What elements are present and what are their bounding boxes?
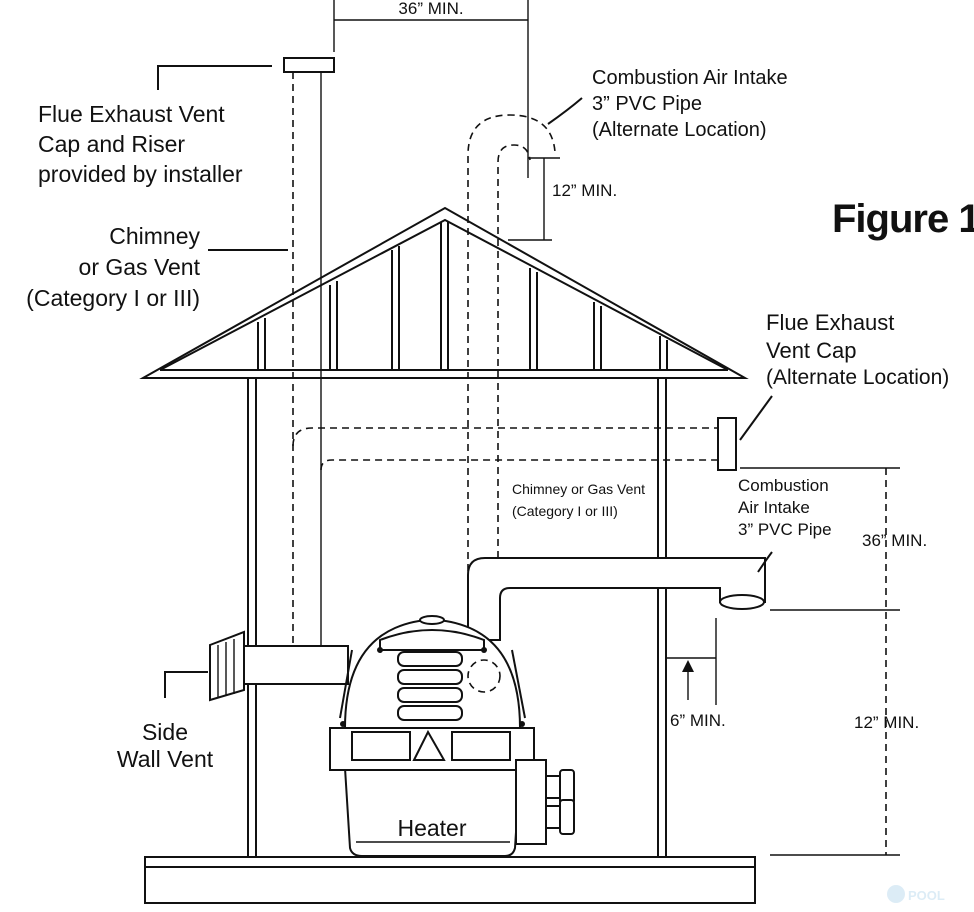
flue-exhaust-vent-cap-alt <box>717 417 737 471</box>
label-flue-cap-alt-1: Flue Exhaust <box>766 310 894 335</box>
heater-rivet <box>519 721 525 727</box>
label-chimney-left-1: Chimney <box>109 223 200 249</box>
label-chimney-mid-1: Chimney or Gas Vent <box>512 481 645 497</box>
label-side-wall-vent-1: Side <box>142 719 188 745</box>
pvc-tall-outer <box>467 114 556 655</box>
heater-rivet <box>377 647 383 653</box>
horizontal-vent-bottom <box>320 459 718 471</box>
roof-truss <box>139 206 749 379</box>
label-chimney-left-3: (Category I or III) <box>26 285 200 311</box>
label-combustion-top-2: 3” PVC Pipe <box>592 93 702 115</box>
heater-louvre <box>397 687 463 703</box>
pvc-right-opening <box>719 594 765 610</box>
dim-six-arrowhead <box>682 660 694 672</box>
pvc-right-body <box>467 557 766 641</box>
heater-rivet <box>340 721 346 727</box>
label-combustion-right-1: Combustion <box>738 476 829 495</box>
floor-slab <box>144 856 756 904</box>
heater-louvre <box>397 651 463 667</box>
heater-rivet <box>481 647 487 653</box>
heater-unit <box>329 615 575 857</box>
dim-top-36-label: 36” MIN. <box>398 0 463 18</box>
heater-base <box>343 767 522 857</box>
pvc-intake-right <box>467 557 766 641</box>
dimension-lines <box>333 0 900 856</box>
roof-outline <box>139 206 749 379</box>
label-flue-cap-riser-2: Cap and Riser <box>38 131 185 157</box>
leader-side-wall-vent <box>164 671 208 698</box>
leader-combustion-top <box>547 97 583 125</box>
heater-intake-collar <box>467 659 501 693</box>
watermark-logo-mark <box>887 885 905 903</box>
heater-outlet <box>559 769 575 805</box>
label-combustion-top-3: (Alternate Location) <box>592 119 767 141</box>
leader-flue-cap-alt <box>739 395 773 441</box>
heater-side-seam <box>511 649 526 719</box>
heater-center-notch <box>412 729 446 761</box>
house-structure <box>144 378 756 904</box>
leader-flue-cap-riser <box>157 65 272 90</box>
heater-union-bottom <box>545 805 561 829</box>
label-flue-cap-alt-3: (Alternate Location) <box>766 366 949 389</box>
heater-top-knob <box>419 615 445 625</box>
horizontal-vent-top <box>292 427 718 447</box>
flue-cap-top <box>283 57 335 73</box>
label-combustion-right-3: 3” PVC Pipe <box>738 520 832 539</box>
heater-grille-right <box>451 731 511 761</box>
leader-lines <box>157 65 773 698</box>
side-wall-vent-part <box>209 630 349 702</box>
label-combustion-top-1: Combustion Air Intake <box>592 67 788 89</box>
horizontal-vent <box>292 417 737 471</box>
dim-top-12-label: 12” MIN. <box>552 181 617 200</box>
heater-inlet <box>559 799 575 835</box>
figure-title: Figure 1 <box>832 197 974 241</box>
heater-grille-left <box>351 731 411 761</box>
heater-union-top <box>545 775 561 799</box>
label-flue-cap-alt-2: Vent Cap <box>766 338 857 363</box>
heater-manifold <box>515 759 547 845</box>
watermark-logo: POOL <box>887 885 945 903</box>
heater-louvre <box>397 705 463 721</box>
watermark-logo-text: POOL <box>908 888 945 903</box>
dim-right-12-label: 12” MIN. <box>854 713 919 732</box>
label-combustion-right-2: Air Intake <box>738 498 810 517</box>
dim-right-36-label: 36” MIN. <box>862 531 927 550</box>
heater-top-cap <box>379 629 485 651</box>
label-heater: Heater <box>397 815 466 841</box>
text-labels: Figure 1 Flue Exhaust Vent Cap and Riser… <box>26 0 974 841</box>
label-flue-cap-riser-1: Flue Exhaust Vent <box>38 101 225 127</box>
label-side-wall-vent-2: Wall Vent <box>117 746 214 772</box>
label-chimney-mid-2: (Category I or III) <box>512 503 618 519</box>
label-chimney-left-2: or Gas Vent <box>79 254 201 280</box>
side-wall-vent-hood <box>209 630 245 702</box>
heater-louvre <box>397 669 463 685</box>
dim-six-min-label: 6” MIN. <box>670 711 726 730</box>
side-wall-vent-pipe <box>243 645 349 685</box>
heater-side-seam <box>339 649 353 719</box>
leader-combustion-right <box>757 551 773 573</box>
roof-inner-rafter <box>159 218 729 371</box>
label-flue-cap-riser-3: provided by installer <box>38 161 243 187</box>
